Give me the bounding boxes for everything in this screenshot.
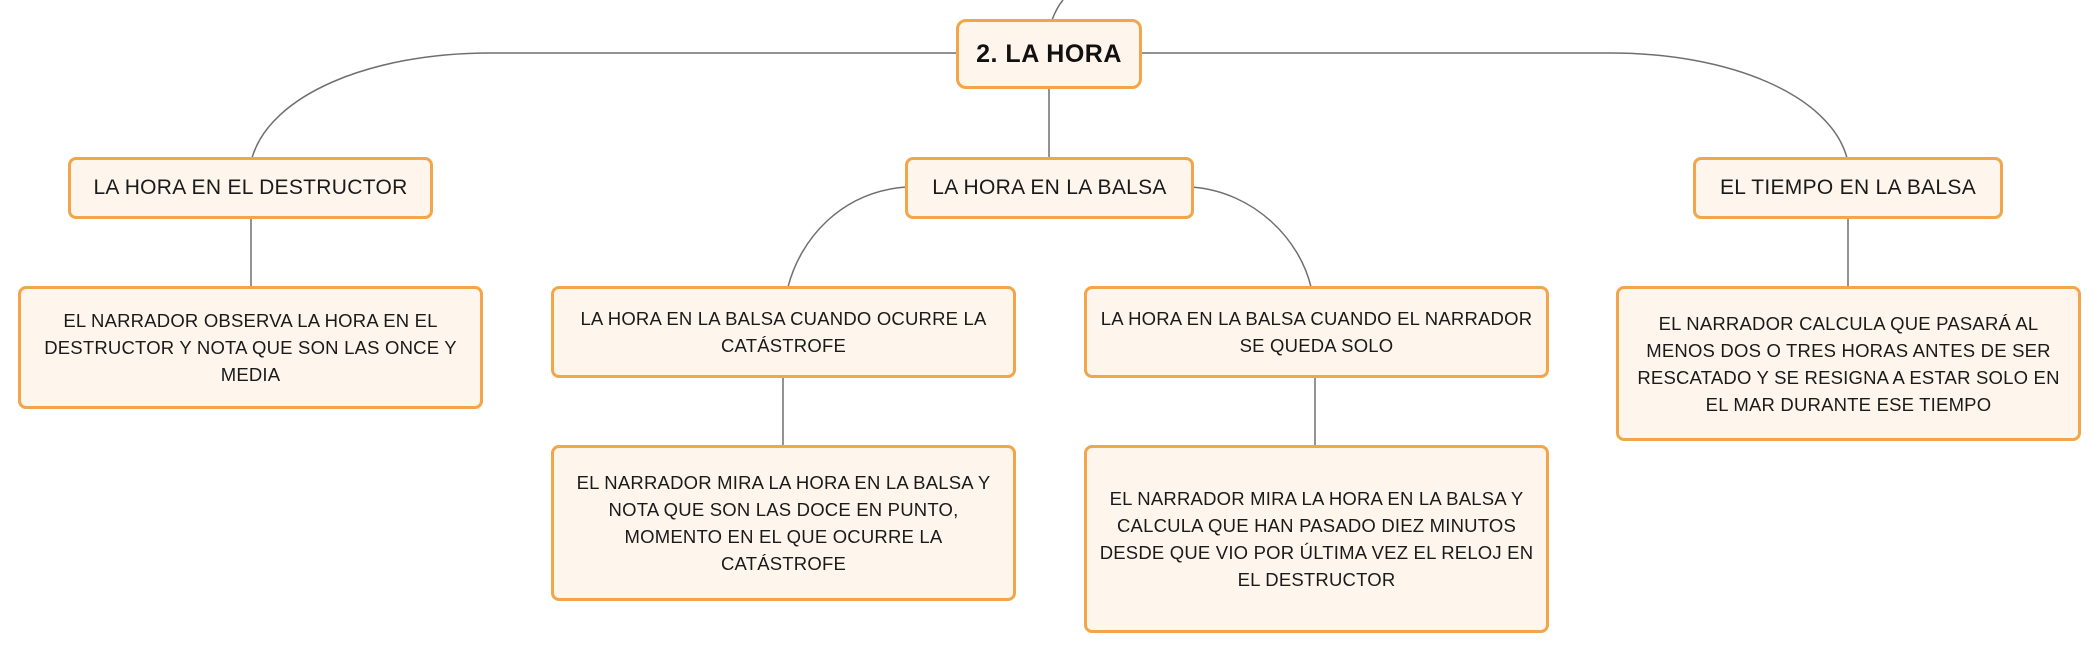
topic-node-label: LA HORA EN LA BALSA bbox=[932, 176, 1167, 199]
connector-hora-balsa-to-solo bbox=[1191, 186, 1312, 288]
connector-root-to-destructor bbox=[251, 52, 956, 159]
root-node[interactable]: 2. LA HORA bbox=[956, 19, 1142, 89]
topic-node-destructor[interactable]: LA HORA EN EL DESTRUCTOR bbox=[68, 157, 433, 219]
subtopic-node-solo[interactable]: LA HORA EN LA BALSA CUANDO EL NARRADOR S… bbox=[1084, 286, 1549, 378]
topic-node-label: LA HORA EN EL DESTRUCTOR bbox=[93, 176, 408, 199]
detail-node-tiempo-balsa[interactable]: EL NARRADOR CALCULA QUE PASARÁ AL MENOS … bbox=[1616, 286, 2081, 441]
root-node-label: 2. LA HORA bbox=[976, 39, 1122, 68]
subtopic-node-catastrofe[interactable]: LA HORA EN LA BALSA CUANDO OCURRE LA CAT… bbox=[551, 286, 1016, 378]
detail-node-solo[interactable]: EL NARRADOR MIRA LA HORA EN LA BALSA Y C… bbox=[1084, 445, 1549, 633]
detail-node-label: EL NARRADOR OBSERVA LA HORA EN EL DESTRU… bbox=[44, 310, 457, 385]
topic-node-hora-balsa[interactable]: LA HORA EN LA BALSA bbox=[905, 157, 1194, 219]
connector-root-to-tiempo-balsa bbox=[1141, 52, 1848, 159]
subtopic-node-label: LA HORA EN LA BALSA CUANDO OCURRE LA CAT… bbox=[580, 308, 987, 356]
detail-node-label: EL NARRADOR CALCULA QUE PASARÁ AL MENOS … bbox=[1637, 312, 2060, 415]
detail-node-catastrofe[interactable]: EL NARRADOR MIRA LA HORA EN LA BALSA Y N… bbox=[551, 445, 1016, 601]
detail-node-label: EL NARRADOR MIRA LA HORA EN LA BALSA Y N… bbox=[576, 472, 991, 574]
topic-node-tiempo-balsa[interactable]: EL TIEMPO EN LA BALSA bbox=[1693, 157, 2003, 219]
topic-node-label: EL TIEMPO EN LA BALSA bbox=[1719, 176, 1977, 199]
connector-hora-balsa-to-catastrofe bbox=[787, 186, 907, 288]
connector-parent-stub bbox=[1051, 0, 1064, 21]
detail-node-destructor[interactable]: EL NARRADOR OBSERVA LA HORA EN EL DESTRU… bbox=[18, 286, 483, 409]
subtopic-node-label: LA HORA EN LA BALSA CUANDO EL NARRADOR S… bbox=[1100, 308, 1533, 356]
detail-node-label: EL NARRADOR MIRA LA HORA EN LA BALSA Y C… bbox=[1099, 488, 1534, 590]
